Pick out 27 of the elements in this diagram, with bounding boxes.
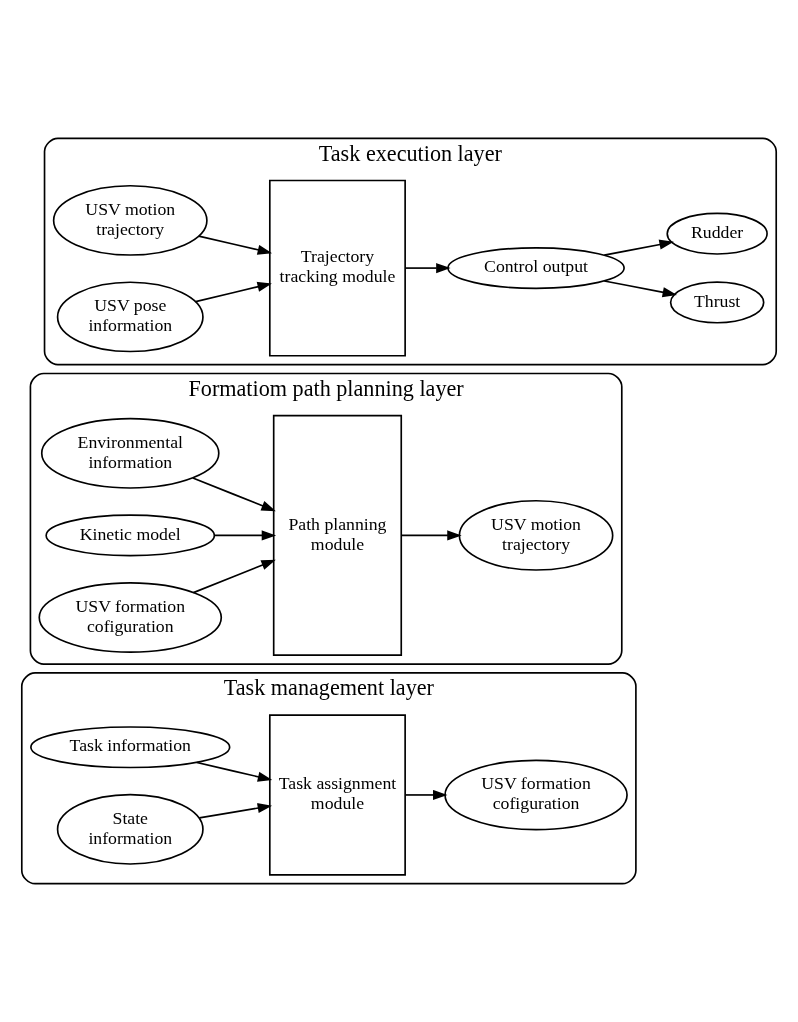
node-ellipse: Kinetic model (45, 514, 216, 557)
arrow (192, 559, 276, 594)
node-ellipse: USV motion trajectory (458, 499, 614, 571)
arrow (195, 761, 273, 782)
node-box: Task assignment module (269, 714, 406, 876)
node-box: Path planning module (272, 414, 403, 657)
node-ellipse: USV formation cofiguration (444, 759, 628, 831)
node-ellipse: USV formation cofiguration (38, 582, 223, 653)
node-ellipse: Environmental information (40, 417, 220, 489)
node-ellipse: Thrust (669, 281, 765, 324)
arrow (400, 530, 462, 541)
node-ellipse: USV pose information (56, 281, 204, 353)
arrow (603, 280, 677, 298)
node-ellipse: State information (56, 793, 204, 865)
arrow (213, 530, 277, 541)
arrow (197, 235, 273, 255)
node-ellipse: Rudder (666, 212, 768, 255)
node-ellipse: Task information (30, 726, 231, 769)
arrow (404, 789, 448, 800)
arrow (194, 281, 272, 303)
node-ellipse: Control output (447, 247, 625, 290)
arrow (198, 803, 273, 819)
arrow (404, 263, 451, 274)
arrow (192, 477, 276, 512)
node-ellipse: USV motion trajectory (52, 184, 208, 256)
node-box: Trajectory tracking module (269, 179, 406, 357)
arrow (603, 239, 674, 256)
